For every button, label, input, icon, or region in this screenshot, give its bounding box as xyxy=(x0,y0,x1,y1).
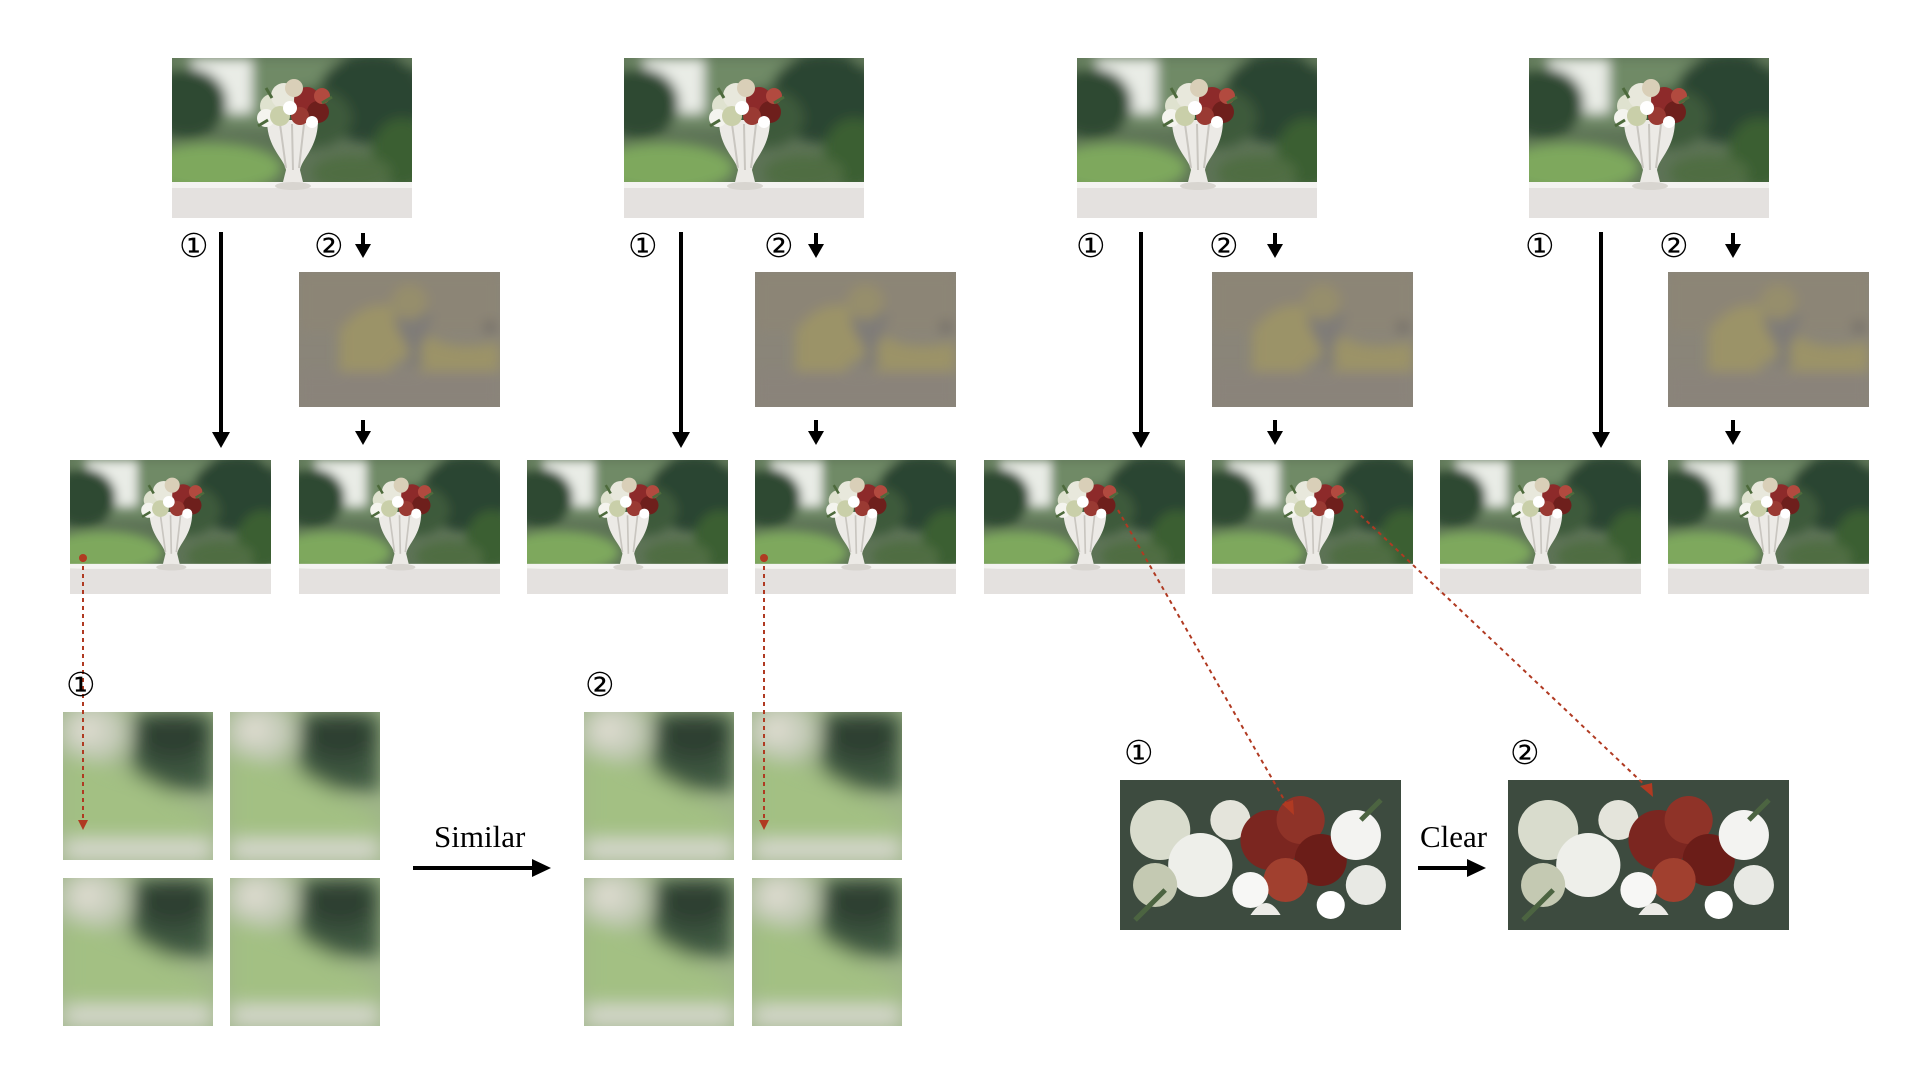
path-one-marker-col-1: ① xyxy=(179,229,209,265)
leader-heads xyxy=(78,554,1653,830)
path-two-marker-col-1: ② xyxy=(314,229,344,265)
input-image-col-3 xyxy=(1047,53,1337,218)
flower-crop-1 xyxy=(1120,780,1401,930)
output-path2-col-4 xyxy=(1643,456,1886,594)
output-path2-col-2 xyxy=(730,456,973,594)
residual-map-col-2 xyxy=(755,272,956,407)
crop-grid-1 xyxy=(58,702,380,1026)
output-path1-col-4 xyxy=(1415,456,1658,594)
input-image-col-4 xyxy=(1499,53,1789,218)
clear-label: Clear xyxy=(1420,819,1488,854)
input-image-col-2 xyxy=(594,53,884,218)
flower-crop-2 xyxy=(1508,780,1789,930)
output-path1-col-3 xyxy=(959,456,1202,594)
output-path1-col-1 xyxy=(45,456,288,594)
flow-arrows xyxy=(212,232,1741,877)
output-path1-col-2 xyxy=(502,456,745,594)
path-two-marker-col-4: ② xyxy=(1659,229,1689,265)
flower-crop-1-marker: ① xyxy=(1124,736,1154,772)
flower-crop-2-marker: ② xyxy=(1510,736,1540,772)
crop-grid-2-marker: ② xyxy=(585,668,615,704)
crop-grid-1-marker: ① xyxy=(66,668,96,704)
output-path2-col-1 xyxy=(274,456,517,594)
residual-map-col-3 xyxy=(1212,272,1413,407)
residual-map-col-4 xyxy=(1668,272,1869,407)
input-image-col-1 xyxy=(142,53,432,218)
path-two-marker-col-3: ② xyxy=(1209,229,1239,265)
similar-label: Similar xyxy=(434,819,526,854)
output-path2-col-3 xyxy=(1187,456,1430,594)
leader-lines xyxy=(82,509,1651,825)
path-one-marker-col-3: ① xyxy=(1076,229,1106,265)
path-two-marker-col-2: ② xyxy=(764,229,794,265)
path-one-marker-col-2: ① xyxy=(628,229,658,265)
residual-map-col-1 xyxy=(299,272,500,407)
crop-grid-2 xyxy=(579,702,902,1026)
path-one-marker-col-4: ① xyxy=(1525,229,1555,265)
